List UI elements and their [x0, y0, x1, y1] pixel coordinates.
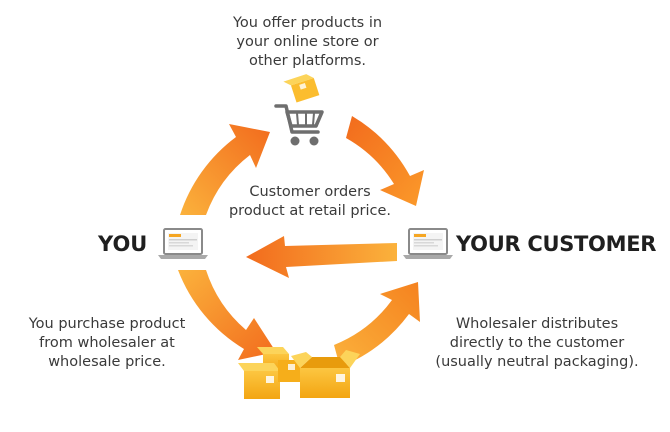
step-purchase-wholesale-text: You purchase product from wholesaler at … — [28, 316, 186, 370]
arrow-lower-right — [334, 282, 420, 367]
step-offer-products-text: You offer products in your online store … — [232, 15, 383, 69]
laptop-icon — [403, 228, 453, 259]
your-customer-label: YOUR CUSTOMER — [456, 232, 657, 256]
step-customer-order-text: Customer orders product at retail price. — [228, 184, 392, 219]
arrow-up-right — [346, 116, 424, 206]
laptop-icon — [158, 228, 208, 259]
arrow-customer-to-you — [246, 236, 397, 278]
arrow-lower-left — [178, 270, 276, 360]
shopping-cart-icon — [274, 74, 324, 146]
boxes-icon — [238, 347, 360, 399]
you-label: YOU — [98, 232, 148, 256]
step-wholesaler-distributes-text: Wholesaler distributes directly to the c… — [435, 316, 639, 370]
arrow-up-left — [180, 124, 270, 215]
